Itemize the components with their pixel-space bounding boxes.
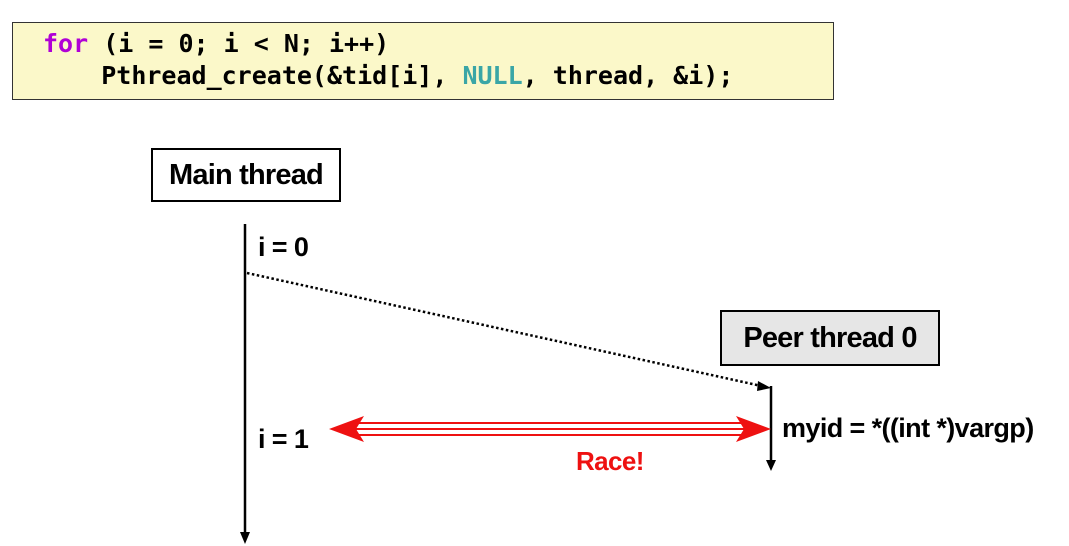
main-thread-timeline-arrowhead [240,532,250,544]
code-pthread-call-end: , thread, &i); [522,61,734,90]
code-pthread-call-start: Pthread_create(&tid[i], [101,61,463,90]
race-double-arrow [329,416,771,442]
code-snippet-box: for (i = 0; i < N; i++) Pthread_create(&… [12,22,834,100]
race-label: Race! [576,446,644,476]
peer-thread-label-box: Peer thread 0 [720,310,940,366]
main-i-equals-1-label: i = 1 [258,424,309,454]
code-line-pthread-create: Pthread_create(&tid[i], NULL, thread, &i… [41,61,733,91]
code-for-loop-condition: (i = 0; i < N; i++) [88,29,390,58]
race-arrowhead-right [736,416,771,442]
main-i-equals-0-label: i = 0 [258,232,309,262]
code-constant-null: NULL [462,61,523,90]
peer-thread-label: Peer thread 0 [743,321,917,354]
thread-spawn-arrowhead [757,381,771,391]
peer-thread-timeline-arrowhead [766,460,776,471]
main-thread-label: Main thread [169,158,324,191]
main-thread-label-box: Main thread [151,148,341,202]
thread-spawn-dotted-line [246,271,767,389]
code-keyword-for: for [43,29,89,58]
peer-myid-statement: myid = *((int *)vargp) [782,413,1034,443]
race-arrowhead-left [329,416,364,442]
code-line-for-loop: for (i = 0; i < N; i++) [43,29,389,59]
